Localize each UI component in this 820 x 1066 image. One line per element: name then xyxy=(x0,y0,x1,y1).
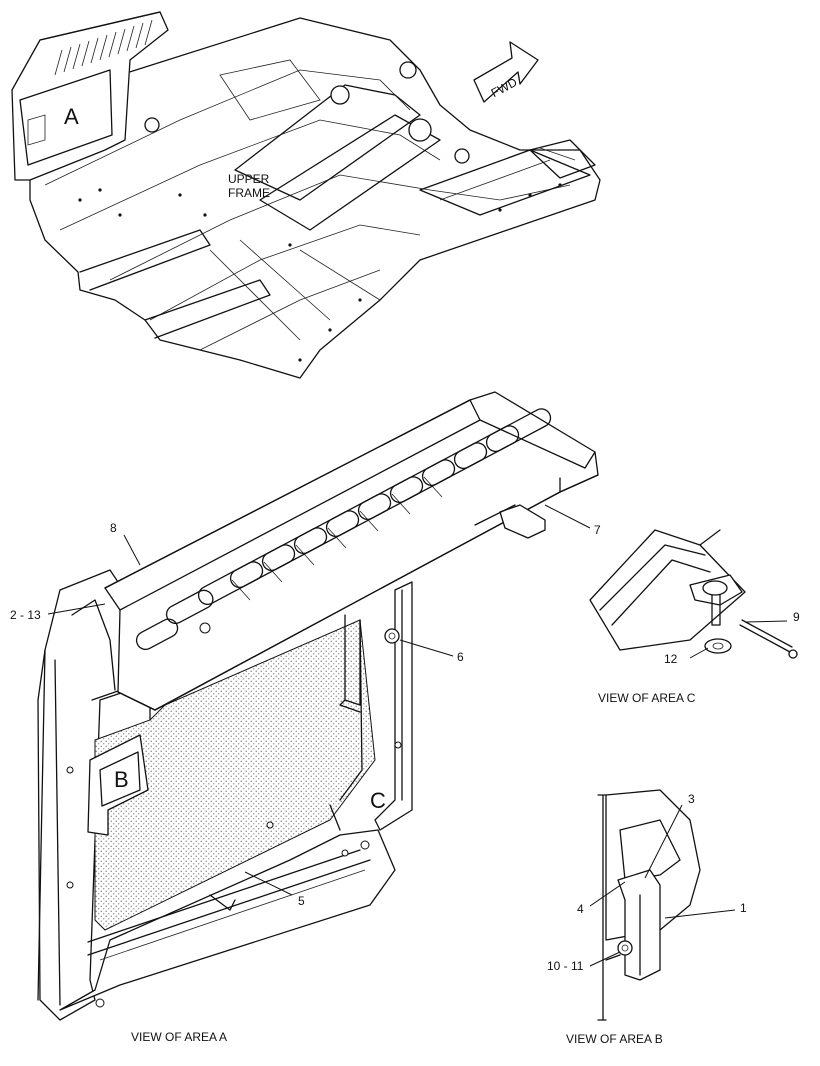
caption-view-area-b: VIEW OF AREA B xyxy=(566,1032,663,1046)
upper-frame-label-line2: FRAME xyxy=(228,186,270,200)
bolt-10-11 xyxy=(617,940,633,956)
caption-view-area-a: VIEW OF AREA A xyxy=(131,1030,227,1044)
callout-4: 4 xyxy=(577,902,584,916)
view-area-b xyxy=(597,789,701,1021)
area-a-letter: A xyxy=(64,104,79,129)
mounting-bracket xyxy=(499,504,546,539)
view-area-c xyxy=(589,529,798,659)
callout-3: 3 xyxy=(688,792,695,806)
callout-1: 1 xyxy=(740,901,747,915)
louver-slots xyxy=(135,408,552,650)
mesh-screen xyxy=(94,619,376,931)
bolt-head-6 xyxy=(384,628,400,644)
callout-7: 7 xyxy=(594,523,601,537)
upper-frame-label-line1: UPPER xyxy=(228,172,270,186)
area-c-rail xyxy=(589,529,746,651)
callout-9: 9 xyxy=(793,610,800,624)
washer-12 xyxy=(704,638,732,654)
callout-8: 8 xyxy=(110,521,117,535)
leader-lines xyxy=(47,504,788,967)
bolt-9 xyxy=(739,624,791,653)
right-upright xyxy=(374,581,413,831)
upper-frame-overview: FWD A UPPER FRAME xyxy=(11,11,601,379)
view-area-a: B C xyxy=(37,391,599,1021)
callout-6: 6 xyxy=(457,650,464,664)
bottom-rail xyxy=(59,829,396,1011)
caption-view-area-c: VIEW OF AREA C xyxy=(598,691,696,705)
callout-2-13: 2 - 13 xyxy=(10,608,41,622)
area-b-letter: B xyxy=(114,767,129,792)
area-c-letter: C xyxy=(370,788,386,813)
forward-arrow-icon xyxy=(473,41,539,103)
callout-numbers: 8 2 - 13 7 6 5 9 12 3 4 1 10 - 11 xyxy=(10,521,800,973)
callout-12: 12 xyxy=(664,652,678,666)
captions: VIEW OF AREA C VIEW OF AREA A VIEW OF AR… xyxy=(131,691,696,1046)
callout-5: 5 xyxy=(298,894,305,908)
area-b-bracket xyxy=(87,734,149,836)
callout-10-11: 10 - 11 xyxy=(547,959,584,973)
